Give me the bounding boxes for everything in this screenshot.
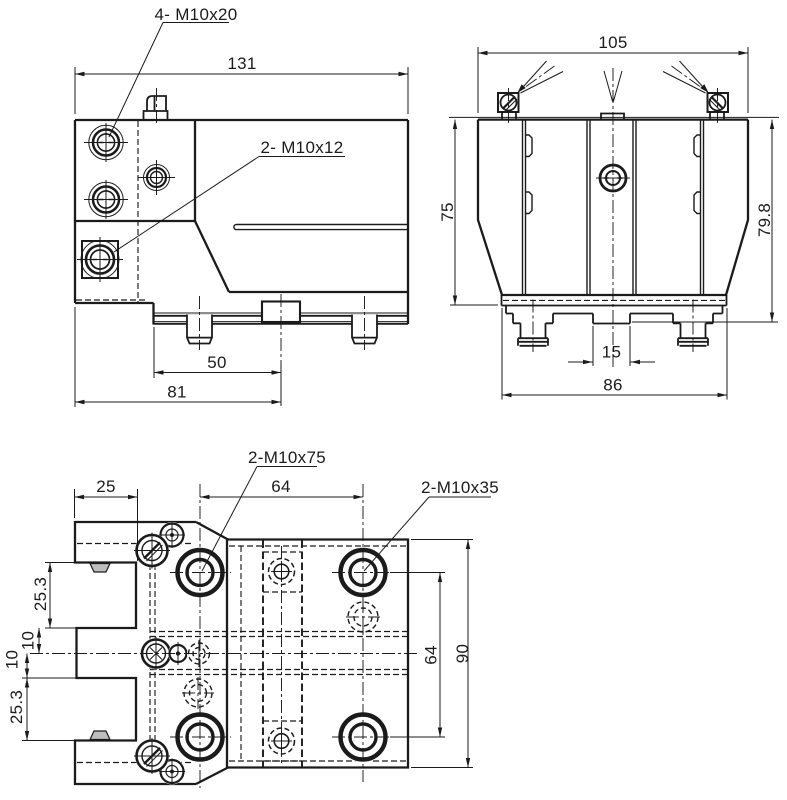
hidden-hole-lower-left xyxy=(182,677,214,709)
front-callout-m10x20: 4- M10x20 xyxy=(108,5,237,138)
cluster-bottom-left xyxy=(134,738,185,785)
bottom-callout-m10x75: 2-M10x75 xyxy=(201,448,326,572)
dim-text-10-upper: 10 xyxy=(18,631,37,651)
front-view: 131 50 81 4- M10x20 2- M10x12 xyxy=(73,5,410,407)
dim-text-81: 81 xyxy=(167,383,187,402)
bottom-jaw-outline xyxy=(73,520,229,786)
dim-text-90: 90 xyxy=(453,644,472,664)
coolant-spray-right-icon xyxy=(662,60,709,94)
bottom-centerlines xyxy=(30,484,420,788)
dim-text-15: 15 xyxy=(602,343,622,362)
dim-text-10-lower: 10 xyxy=(2,650,21,670)
bottom-hidden-lines xyxy=(77,542,406,764)
side-dim-15: 15 xyxy=(568,326,655,366)
callout-text-m10x35: 2-M10x35 xyxy=(421,478,499,497)
side-centerlines xyxy=(532,68,694,368)
side-dim-105: 105 xyxy=(477,33,749,113)
dim-text-105: 105 xyxy=(598,33,627,52)
bottom-slot-hidden xyxy=(150,630,407,676)
front-top-boss xyxy=(142,95,169,120)
front-screw-1 xyxy=(84,123,128,162)
dim-text-50: 50 xyxy=(207,353,227,372)
side-dim-75: 75 xyxy=(438,119,498,306)
bottom-callout-m10x35: 2-M10x35 xyxy=(363,478,499,572)
side-top-boss xyxy=(600,112,625,120)
side-flange xyxy=(500,295,728,307)
bottom-dim-left-stack: 25.3 10 10 25.3 xyxy=(2,562,76,741)
front-outline xyxy=(73,118,410,325)
dim-text-86: 86 xyxy=(603,376,623,395)
dim-text-25-3-upper: 25.3 xyxy=(31,577,50,611)
side-center-key xyxy=(592,313,631,325)
dim-text-79-8: 79.8 xyxy=(755,203,774,237)
bottom-column-pockets xyxy=(263,551,302,762)
side-dim-79-8: 79.8 xyxy=(632,119,778,323)
callout-text-m10x12: 2- M10x12 xyxy=(260,138,343,157)
coolant-spray-left-icon xyxy=(517,60,564,94)
dim-text-25-3-lower: 25.3 xyxy=(7,690,26,724)
front-dim-50: 50 xyxy=(153,327,281,378)
bottom-dim-64-top: 64 xyxy=(200,477,363,500)
side-view: 105 75 79.8 15 86 xyxy=(438,33,779,400)
side-panel-lines xyxy=(521,119,705,295)
side-subrail xyxy=(505,305,724,315)
front-screw-2 xyxy=(84,180,128,219)
front-callout-m10x12: 2- M10x12 xyxy=(113,138,345,253)
side-dim-86: 86 xyxy=(501,308,728,400)
cluster-top-left xyxy=(134,522,185,569)
dim-text-64-right: 64 xyxy=(421,645,440,665)
front-centerlines xyxy=(156,88,365,364)
dim-text-131: 131 xyxy=(227,54,256,73)
front-hidden-lines xyxy=(76,121,148,302)
center-arrow-icon xyxy=(603,70,623,102)
front-screw-4 xyxy=(138,160,175,195)
bottom-view: 25 64 25.3 10 10 25.3 64 90 xyxy=(2,448,499,788)
detent-top xyxy=(89,562,111,573)
side-plungers xyxy=(525,134,701,215)
bottom-dim-25: 25 xyxy=(74,477,138,561)
front-screw-3 xyxy=(77,237,123,282)
bottom-dim-90: 90 xyxy=(411,539,473,768)
front-dim-81: 81 xyxy=(74,307,281,407)
side-left-clamp-screw xyxy=(497,88,520,124)
dim-text-64-top: 64 xyxy=(271,477,291,496)
callout-text-m10x75: 2-M10x75 xyxy=(248,448,326,467)
front-step-edges xyxy=(75,120,408,294)
bottom-dim-64-right: 64 xyxy=(390,572,445,738)
callout-text-m10x20: 4- M10x20 xyxy=(154,5,237,24)
detent-bottom xyxy=(89,730,111,741)
dim-text-25: 25 xyxy=(96,477,116,496)
front-groove xyxy=(233,223,408,231)
side-right-clamp-screw xyxy=(706,88,729,124)
front-dim-131: 131 xyxy=(74,54,409,114)
dim-text-75: 75 xyxy=(438,202,457,222)
